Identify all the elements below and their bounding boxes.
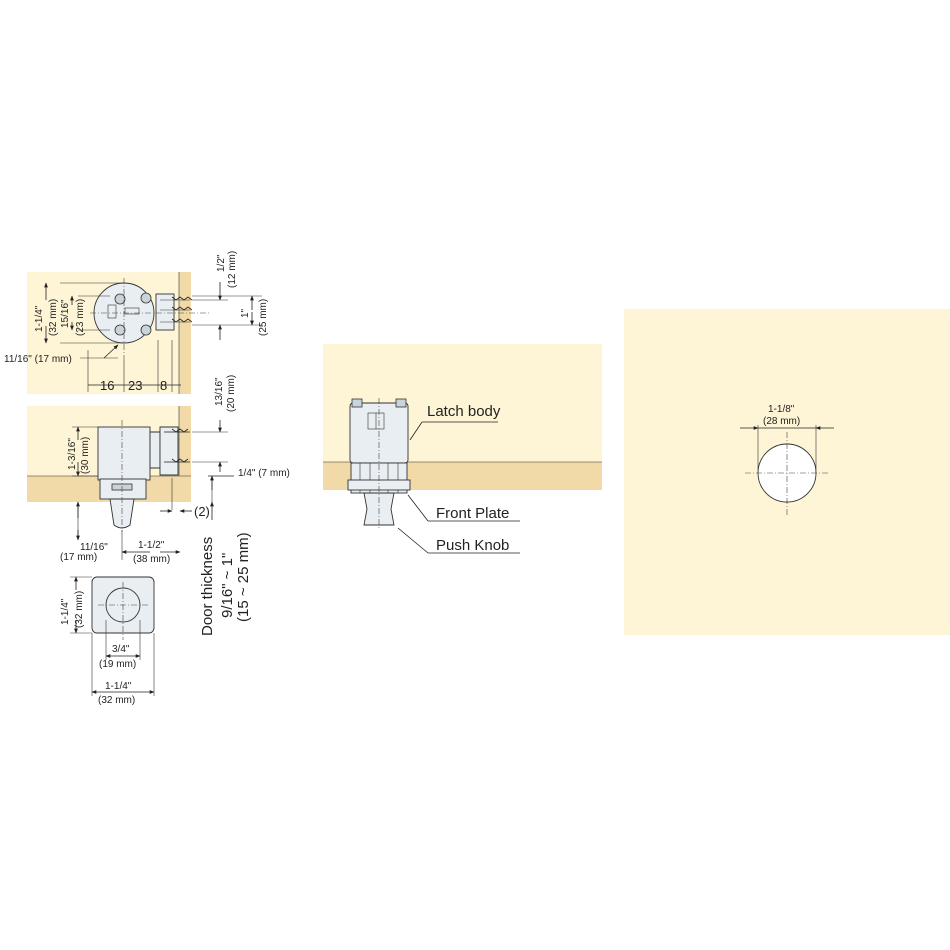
top-dim-1-1-4-in: 1-1/4"	[34, 305, 45, 332]
dim-11-16-top: 11/16" (17 mm)	[4, 354, 72, 365]
top-view-door-edge	[179, 272, 191, 394]
latch-body-label: Latch body	[427, 403, 501, 420]
dim-16: 16	[100, 378, 114, 393]
knob-dim-bottom-mm: (32 mm)	[98, 695, 135, 706]
dim-15-16-in: 15/16"	[60, 299, 71, 328]
hole-dim-mm: (28 mm)	[763, 416, 800, 427]
door-thickness-label: Door thickness	[199, 537, 216, 636]
knob-dim-bottom-in: 1-1/4"	[105, 681, 132, 692]
door-thickness-in: 9/16" ~ 1"	[219, 553, 236, 618]
dim-1-2-mm: (12 mm)	[227, 251, 238, 288]
latch-body-side	[97, 426, 151, 481]
push-knob-label: Push Knob	[436, 537, 509, 554]
dim-15-16-mm: (23 mm)	[75, 299, 86, 336]
side-view: 13/16" (20 mm) 1/4" (7 mm) 1-3/16" (30 m…	[27, 375, 290, 636]
dim-1-4: 1/4" (7 mm)	[238, 468, 290, 479]
dim-2: (2)	[194, 504, 210, 519]
hole-dim-in: 1-1/8"	[768, 404, 795, 415]
dim-11-16-in: 11/16"	[80, 542, 108, 553]
top-dim-1-1-4-mm: (32 mm)	[48, 299, 59, 336]
dim-1-1-2-in: 1-1/2"	[138, 540, 165, 551]
side-view-door	[179, 406, 191, 476]
dim-23: 23	[128, 378, 142, 393]
door-thickness-mm: (15 ~ 25 mm)	[235, 532, 252, 622]
dim-1-3-16-in: 1-3/16"	[67, 438, 78, 470]
dim-3-4-in: 3/4"	[112, 644, 130, 655]
hole-view: 1-1/8" (28 mm)	[624, 309, 950, 635]
knob-dim-1-1-4-mm: (32 mm)	[74, 591, 85, 628]
dim-1-in: 1"	[240, 308, 251, 318]
dim-3-4-mm: (19 mm)	[99, 659, 136, 670]
front-plate-label: Front Plate	[436, 505, 509, 522]
labeled-view: Latch body Front Plate Push Knob	[323, 344, 602, 554]
dim-13-16-in: 13/16"	[214, 377, 225, 406]
dim-8: 8	[160, 378, 167, 393]
dim-1-mm: (25 mm)	[258, 299, 269, 336]
knob-view: 1-1/4" (32 mm) 3/4" (19 mm) 1-1/4" (32 m…	[60, 576, 155, 706]
dim-1-2-in: 1/2"	[216, 254, 227, 272]
dim-1-3-16-mm: (30 mm)	[80, 437, 91, 474]
dim-1-1-2-mm: (38 mm)	[133, 554, 170, 565]
dim-11-16-mm: (17 mm)	[60, 552, 97, 563]
knob-dim-1-1-4-in: 1-1/4"	[60, 598, 71, 625]
dim-13-16-mm: (20 mm)	[226, 375, 237, 412]
top-view: 1/2" (12 mm) 1" (25 mm) 1-1/4" (32 mm) 1…	[4, 251, 269, 394]
